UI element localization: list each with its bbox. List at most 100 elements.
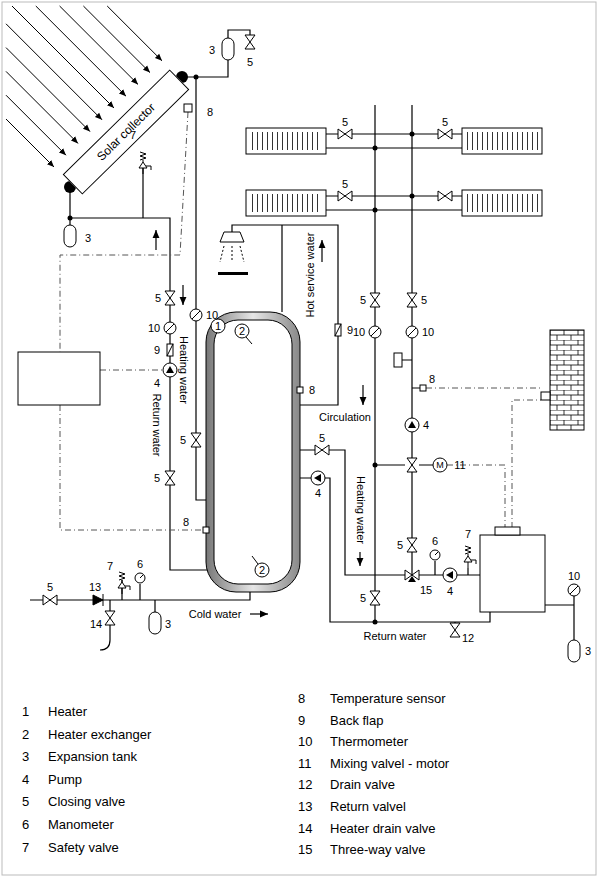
flow-arrows xyxy=(156,230,440,618)
callout-number: 3 xyxy=(165,619,171,630)
flow-label: Hot service water xyxy=(305,233,316,318)
legend-text: Return valvel xyxy=(330,800,406,813)
callout-number: 5 xyxy=(47,582,53,593)
callout-number: 14 xyxy=(90,619,102,630)
callout-number: 5 xyxy=(397,540,403,551)
callout-number: 15 xyxy=(420,585,432,596)
callout-number: 2 xyxy=(239,326,245,337)
callout-number: 10 xyxy=(568,571,580,582)
legend-text: Back flap xyxy=(330,713,383,726)
legend-number: 13 xyxy=(298,800,312,813)
callout-number: 4 xyxy=(447,586,453,597)
sun-ray xyxy=(6,48,90,132)
callout-number: 11 xyxy=(454,460,465,471)
callout-number: 5 xyxy=(421,295,427,306)
flow-label: Return water xyxy=(364,631,427,642)
callout-number: 8 xyxy=(309,385,315,396)
callout-number: 2 xyxy=(259,565,265,576)
legend-number: 3 xyxy=(22,750,29,763)
callout-number: 5 xyxy=(319,433,325,444)
legend-number: 15 xyxy=(298,843,312,856)
callout-number: 7 xyxy=(130,130,136,141)
legend-number: 11 xyxy=(298,756,312,769)
legend-number: 4 xyxy=(22,772,29,785)
legend-number: 8 xyxy=(298,692,305,705)
legend-text: Heater drain valve xyxy=(330,821,436,834)
callout-number: 7 xyxy=(107,561,113,572)
sun-ray xyxy=(6,119,54,167)
callout-number: 5 xyxy=(155,293,161,304)
callout-number: 6 xyxy=(432,536,438,547)
sun-ray xyxy=(36,6,126,96)
callout-number: 5 xyxy=(342,179,348,190)
legend-text: Three-way valve xyxy=(330,843,425,856)
callout-number: 3 xyxy=(209,45,215,56)
callout-number: 8 xyxy=(207,107,213,118)
callout-number: 10 xyxy=(148,323,160,334)
flow-label: Circulation xyxy=(319,412,371,423)
callout-number: 4 xyxy=(315,488,321,499)
callout-number: 1 xyxy=(215,321,221,332)
callout-number: 5 xyxy=(442,117,448,128)
callout-number: 5 xyxy=(360,295,366,306)
callout-number: 3 xyxy=(85,233,91,244)
callout-number: 5 xyxy=(360,593,366,604)
legend-number: 2 xyxy=(22,727,29,740)
callout-number: 4 xyxy=(154,378,160,389)
sun-rays xyxy=(6,6,162,167)
legend-text: Temperature sensor xyxy=(330,692,446,705)
callout-number: 10 xyxy=(206,310,218,321)
callout-number: 12 xyxy=(462,633,474,644)
legend-number: 1 xyxy=(22,705,29,718)
callout-number: 5 xyxy=(180,435,186,446)
callout-number: 7 xyxy=(465,529,471,540)
legend-text: Thermometer xyxy=(330,735,408,748)
components xyxy=(18,35,584,662)
legend-number: 9 xyxy=(298,713,305,726)
callout-number: 5 xyxy=(247,57,253,68)
solar-collector: Solar collector xyxy=(63,69,190,194)
callout-number: 8 xyxy=(429,374,435,385)
callout-number: 3 xyxy=(585,646,591,657)
legend-text: Mixing valvel - motor xyxy=(330,756,449,769)
callout-number: 13 xyxy=(89,582,101,593)
legend-number: 6 xyxy=(22,818,29,831)
legend-text: Safety valve xyxy=(48,840,119,853)
callout-number: M xyxy=(436,461,444,470)
legend-number: 12 xyxy=(298,778,312,791)
legend-text: Manometer xyxy=(48,818,114,831)
flow-label: Heating water xyxy=(178,336,189,404)
legend-text: Pump xyxy=(48,772,82,785)
callout-number: 10 xyxy=(422,327,434,338)
legend-text: Drain valve xyxy=(330,778,395,791)
callout-number: 4 xyxy=(423,420,429,431)
callout-number: 5 xyxy=(342,117,348,128)
sun-ray xyxy=(6,24,102,120)
legend-number: 10 xyxy=(298,735,312,748)
legend-text: Heater exchanger xyxy=(48,727,151,740)
callout-number: 10 xyxy=(353,327,365,338)
flow-label: Cold water xyxy=(189,609,242,620)
flow-label: Heating water xyxy=(355,476,366,544)
legend-number: 7 xyxy=(22,840,29,853)
callout-number: 6 xyxy=(137,559,143,570)
legend-number: 14 xyxy=(298,821,312,834)
legend-text: Heater xyxy=(48,705,87,718)
callout-number: 5 xyxy=(154,473,160,484)
callout-number: 9 xyxy=(347,325,353,336)
callout-number: 8 xyxy=(183,517,189,528)
sun-ray xyxy=(6,95,66,155)
sun-ray xyxy=(60,6,138,84)
legend-number: 5 xyxy=(22,795,29,808)
legend-text: Closing valve xyxy=(48,795,125,808)
callout-number: 9 xyxy=(154,345,160,356)
legend-text: Expansion tank xyxy=(48,750,137,763)
node-text: Solar collector xyxy=(94,100,158,163)
sun-ray xyxy=(107,6,162,61)
radiators xyxy=(246,128,542,216)
pipes xyxy=(30,30,574,650)
flow-label: Return water xyxy=(151,394,162,457)
sun-ray xyxy=(6,71,78,143)
